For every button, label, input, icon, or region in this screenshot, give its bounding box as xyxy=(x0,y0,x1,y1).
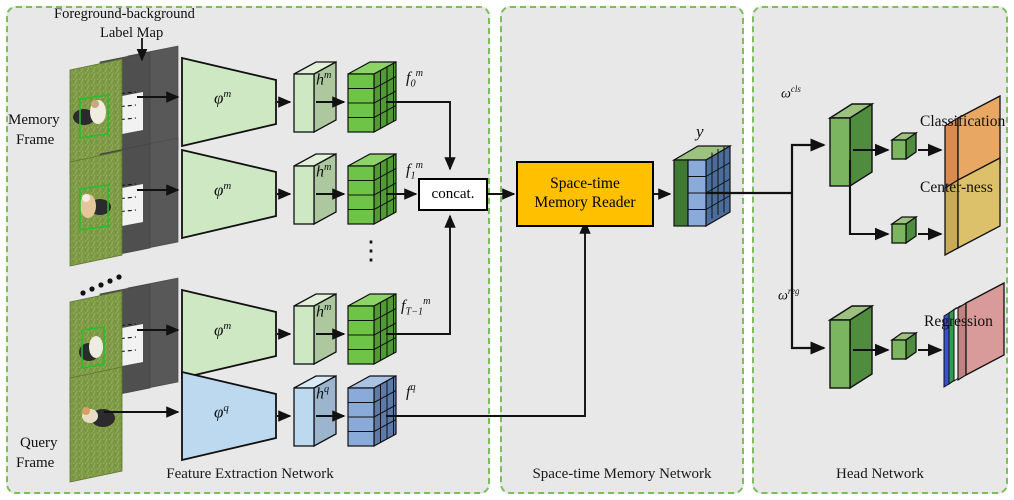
panel-label-head-network: Head Network xyxy=(836,466,924,482)
head-weight-reg xyxy=(827,304,875,390)
memory-frame-caption-line2: Frame xyxy=(16,132,55,148)
concat-block[interactable]: concat. xyxy=(418,178,488,211)
feature-label-f-m-T1: fT−1m xyxy=(401,296,431,318)
head-cube-centerness xyxy=(889,215,919,245)
encoder-phi-q xyxy=(181,370,277,462)
memory-frame-1 xyxy=(69,137,179,267)
head-weight-label-cls: ωcls xyxy=(781,84,801,102)
routing-query-to-reader xyxy=(386,220,591,417)
memory-photo-1 xyxy=(69,150,123,267)
encoder-label-phi-q: φq xyxy=(214,402,229,422)
memory-branch-ellipsis: ⋮ xyxy=(358,236,384,265)
query-frame-caption-line2: Frame xyxy=(16,455,55,471)
proj-label-h-q: hq xyxy=(316,384,330,403)
label-map-caption-line1: Foreground-background xyxy=(54,6,195,22)
feature-label-f-q: fq xyxy=(406,382,416,401)
arrows-proj-to-feature xyxy=(316,96,346,422)
proj-h-m-1 xyxy=(293,152,337,226)
proj-label-h-m-2: hm xyxy=(316,302,332,321)
feature-label-f-m-0: f0m xyxy=(406,68,423,90)
memory-reader-line2: Memory Reader xyxy=(534,194,636,211)
routing-cls-branch xyxy=(848,143,943,241)
query-frame xyxy=(69,366,123,483)
encoder-phi-m-2 xyxy=(181,288,277,380)
encoder-label-phi-m-1: φm xyxy=(214,180,232,200)
proj-label-h-m-1: hm xyxy=(316,162,332,181)
concat-label: concat. xyxy=(431,186,475,202)
routing-features-to-concat xyxy=(386,101,456,335)
memory-frame-caption-line1: Memory xyxy=(8,112,60,128)
panel-label-feature-extraction: Feature Extraction Network xyxy=(166,466,334,482)
encoder-phi-m-1 xyxy=(181,148,277,240)
encoder-phi-m-0 xyxy=(181,56,277,148)
label-map-caption-line2: Label Map xyxy=(100,25,164,41)
feature-f-q xyxy=(347,374,397,448)
arrows-encoder-to-proj xyxy=(277,96,292,422)
head-weight-cls xyxy=(827,102,875,188)
proj-label-h-m-0: hm xyxy=(316,70,332,89)
space-time-memory-reader-block[interactable]: Space-time Memory Reader xyxy=(516,161,654,227)
feature-f-m-T1 xyxy=(347,292,397,366)
head-weight-label-reg: ωreg xyxy=(778,286,800,304)
memory-output-y xyxy=(671,144,733,228)
routing-y-to-head xyxy=(706,138,826,355)
proj-h-q xyxy=(293,374,337,448)
memory-photo-0 xyxy=(69,58,123,175)
memory-reader-line1: Space-time xyxy=(550,175,620,193)
head-cube-reg xyxy=(889,331,919,361)
feature-f-m-0 xyxy=(347,60,397,134)
encoder-label-phi-m-2: φm xyxy=(214,320,232,340)
output-label-regression: Regression xyxy=(924,313,993,330)
feature-f-m-1 xyxy=(347,152,397,226)
panel-head-network xyxy=(752,6,1008,494)
query-frame-caption-line1: Query xyxy=(20,435,58,451)
output-regression xyxy=(943,281,1005,388)
memory-output-label-y: y xyxy=(696,122,704,141)
head-cube-cls xyxy=(889,131,919,161)
output-centerness xyxy=(944,156,1001,257)
encoder-label-phi-m-0: φm xyxy=(214,88,232,108)
arrows-frame-to-encoder xyxy=(104,91,180,418)
panel-label-space-time-memory: Space-time Memory Network xyxy=(532,466,712,482)
frames-ellipsis-diagonal xyxy=(80,274,122,296)
proj-h-m-0 xyxy=(293,60,337,134)
output-label-centerness: Center-ness xyxy=(920,179,993,196)
panel-space-time-memory xyxy=(500,6,744,494)
feature-label-f-m-1: f1m xyxy=(406,160,423,182)
output-label-classification: Classification xyxy=(920,113,1006,130)
